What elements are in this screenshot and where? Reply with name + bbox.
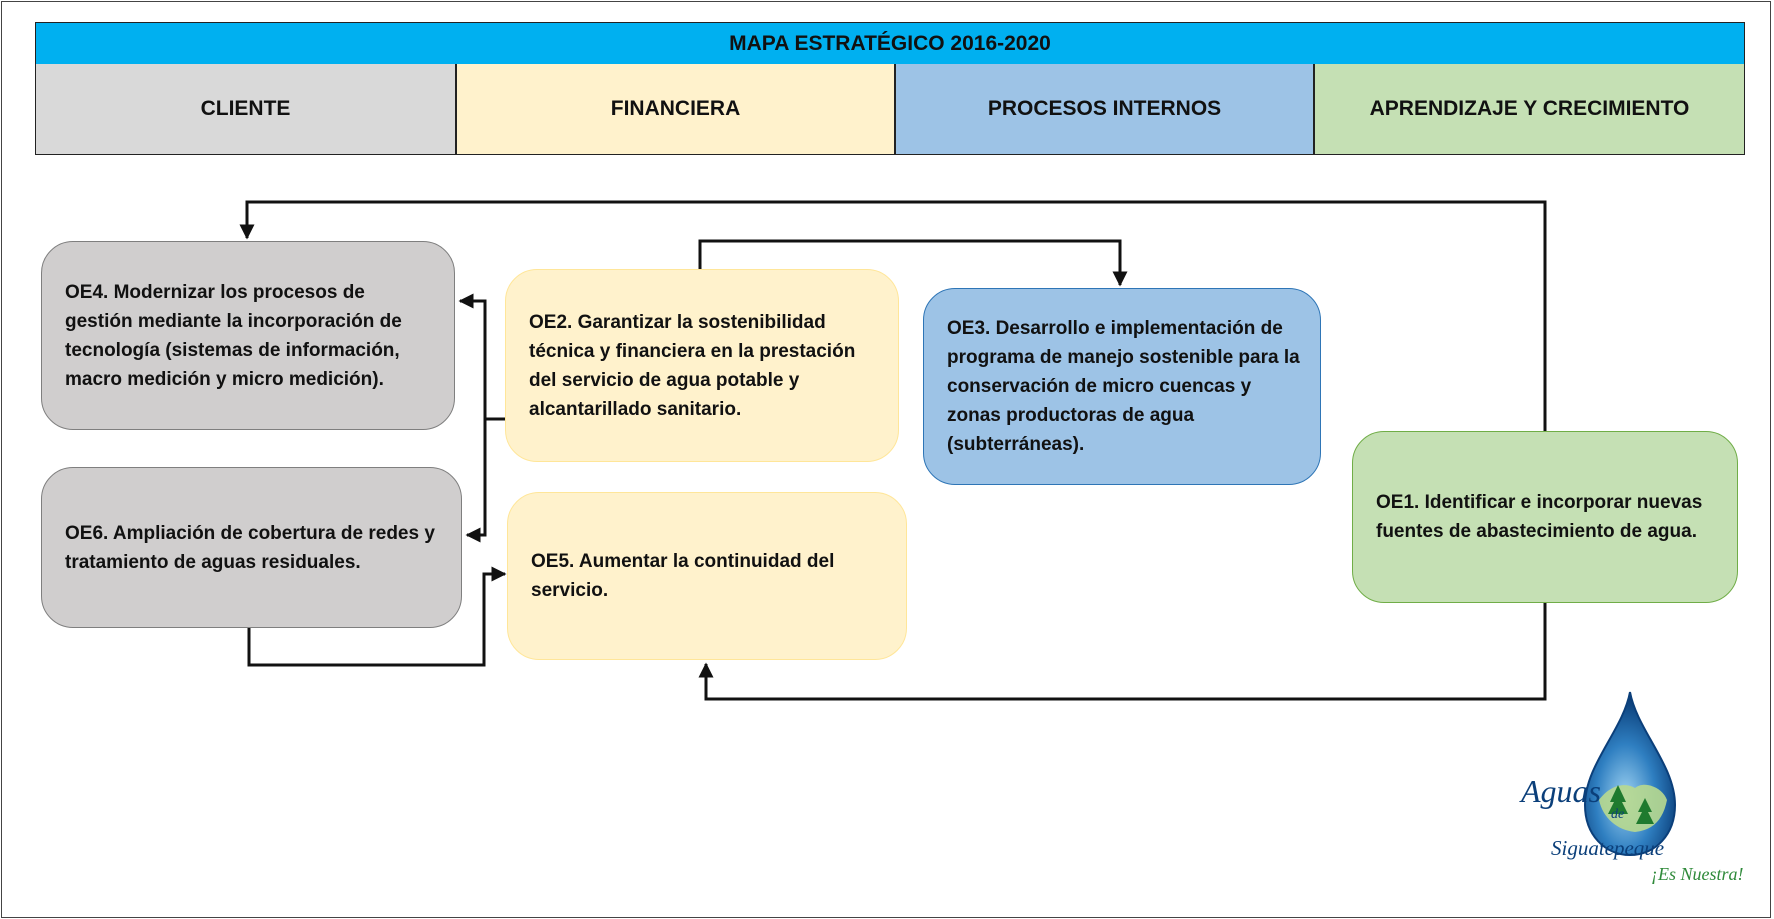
- objective-oe1: OE1. Identificar e incorporar nuevas fue…: [1352, 431, 1738, 603]
- arrow-oe1-to-oe5: [698, 603, 1547, 701]
- logo-siguatepeque-text: Siguatepeque: [1551, 836, 1664, 860]
- objective-oe3: OE3. Desarrollo e implementación de prog…: [923, 288, 1321, 485]
- arrow-oe1-to-oe4: [239, 200, 1547, 431]
- objective-oe6: OE6. Ampliación de cobertura de redes y …: [41, 467, 462, 628]
- objective-oe5: OE5. Aumentar la continuidad del servici…: [507, 492, 907, 660]
- perspectives-row: CLIENTE FINANCIERA PROCESOS INTERNOS APR…: [35, 64, 1745, 155]
- aguas-siguatepeque-logo: Aguas de Siguatepeque ¡Es Nuestra!: [1519, 691, 1744, 884]
- perspective-financiera: FINANCIERA: [457, 64, 896, 154]
- objective-oe1-text: OE1. Identificar e incorporar nuevas fue…: [1376, 492, 1703, 542]
- perspective-cliente: CLIENTE: [36, 64, 457, 154]
- objective-oe4: OE4. Modernizar los procesos de gestión …: [41, 241, 455, 430]
- objective-oe4-text: OE4. Modernizar los procesos de gestión …: [65, 281, 402, 390]
- arrow-oe6-to-oe5: [247, 566, 507, 667]
- arrow-oe2-to-oe4: [458, 293, 487, 535]
- perspective-aprendizaje: APRENDIZAJE Y CRECIMIENTO: [1315, 64, 1744, 154]
- logo-de-text: de: [1611, 807, 1624, 822]
- objective-oe6-text: OE6. Ampliación de cobertura de redes y …: [65, 522, 435, 573]
- logo-tagline-text: ¡Es Nuestra!: [1651, 864, 1744, 884]
- perspective-procesos-internos: PROCESOS INTERNOS: [896, 64, 1315, 154]
- objective-oe2: OE2. Garantizar la sostenibilidad técnic…: [505, 269, 899, 462]
- arrow-oe2-to-oe3: [698, 239, 1128, 287]
- objective-oe2-text: OE2. Garantizar la sostenibilidad técnic…: [529, 311, 856, 420]
- objective-oe5-text: OE5. Aumentar la continuidad del servici…: [531, 551, 835, 601]
- arrow-oe2-to-oe6: [465, 419, 487, 543]
- logo-aguas-text: Aguas: [1519, 773, 1601, 809]
- objective-oe3-text: OE3. Desarrollo e implementación de prog…: [947, 318, 1300, 455]
